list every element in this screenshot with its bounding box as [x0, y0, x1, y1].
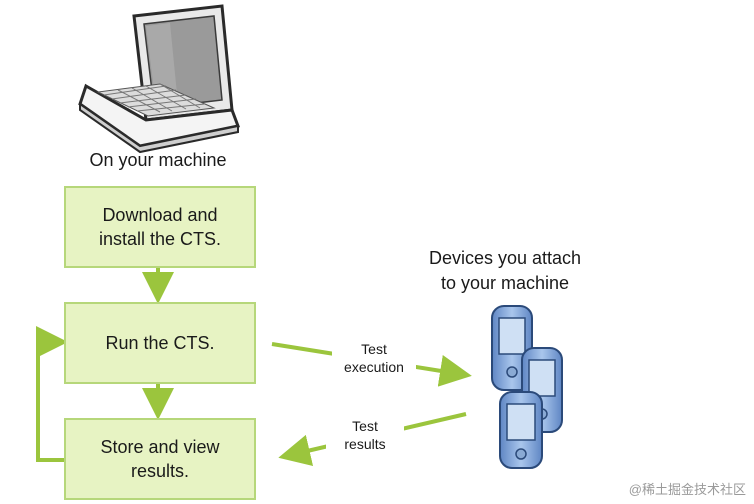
watermark: @稀土掘金技术社区 — [628, 482, 746, 497]
step-download-install-box: Download and install the CTS. — [64, 186, 256, 268]
step-store-view-label: Store and view results. — [100, 437, 220, 481]
devices-caption: Devices you attach to your machine — [428, 248, 582, 293]
step-run-cts-box: Run the CTS. — [64, 302, 256, 384]
device-3 — [499, 391, 543, 469]
test-results-label: Test results — [326, 417, 404, 453]
step-download-install-label: Download and install the CTS. — [98, 205, 222, 249]
step-run-cts-label: Run the CTS. — [105, 333, 215, 353]
arrow-loop-back — [36, 326, 68, 462]
step-store-view-box: Store and view results. — [64, 418, 256, 500]
test-execution-label: Test execution — [332, 340, 416, 376]
machine-caption: On your machine — [89, 150, 227, 170]
